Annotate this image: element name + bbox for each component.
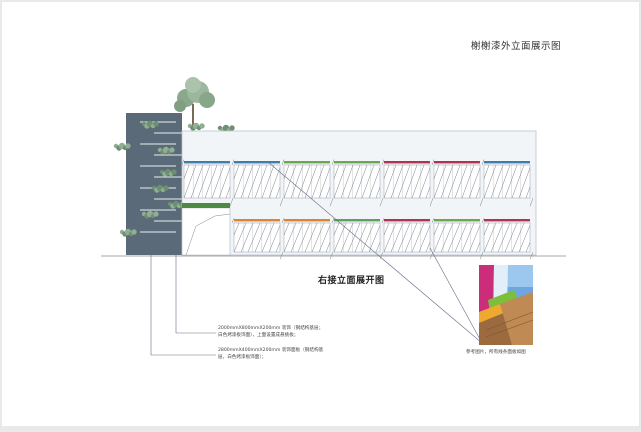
- color-band: [284, 161, 330, 164]
- color-band: [334, 161, 380, 164]
- color-band: [334, 219, 380, 222]
- color-band: [484, 161, 530, 164]
- photo-caption: 参考图片，所有线条面板如图: [466, 350, 526, 355]
- annotation-line: 层，白色烤漆板饰面）；: [218, 355, 267, 360]
- color-band: [384, 219, 430, 222]
- leader-line-4: [429, 247, 483, 344]
- window: [181, 159, 234, 207]
- color-band: [284, 219, 330, 222]
- window: [231, 218, 284, 260]
- color-band: [384, 161, 430, 164]
- color-band: [234, 161, 280, 164]
- color-band: [434, 161, 480, 164]
- window: [431, 218, 484, 260]
- annotation-line: 白色烤漆板饰面），上面设置成悬挑板；: [218, 333, 299, 338]
- leader-line-1: [175, 255, 216, 334]
- window: [281, 159, 334, 207]
- window: [431, 159, 484, 207]
- color-band: [234, 219, 280, 222]
- annotation-panel-spec: 2000mmX800mmX200mm 装饰（钢结构基层； 白色烤漆板饰面），上面…: [218, 325, 323, 339]
- window: [481, 218, 534, 260]
- entrance-ramp: [185, 213, 231, 256]
- window: [281, 218, 334, 260]
- leader-line-3: [267, 161, 483, 344]
- leader-line-2: [150, 255, 216, 356]
- color-band: [484, 219, 530, 222]
- hanging-plants: [113, 120, 235, 237]
- window: [481, 159, 534, 207]
- color-band: [184, 161, 230, 164]
- window-grid: [181, 159, 534, 260]
- rooftop-tree: [174, 77, 215, 126]
- entrance-canopy: [182, 203, 230, 208]
- annotation-line: 2000mmX800mmX200mm 装饰（钢结构基层；: [218, 326, 324, 331]
- window: [381, 218, 434, 260]
- window: [331, 159, 384, 207]
- window: [231, 159, 284, 207]
- page-title: 榭榭漆外立面展示图: [471, 41, 562, 52]
- annotation-line: 2800mmX400mmX200mm 装饰面板（钢结构基: [218, 348, 324, 353]
- color-band: [434, 219, 480, 222]
- window: [381, 159, 434, 207]
- annotation-board-spec: 2800mmX400mmX200mm 装饰面板（钢结构基 层，白色烤漆板饰面）；: [218, 347, 323, 361]
- reference-photo: [479, 265, 534, 345]
- elevation-caption: 右接立面展开图: [318, 276, 385, 286]
